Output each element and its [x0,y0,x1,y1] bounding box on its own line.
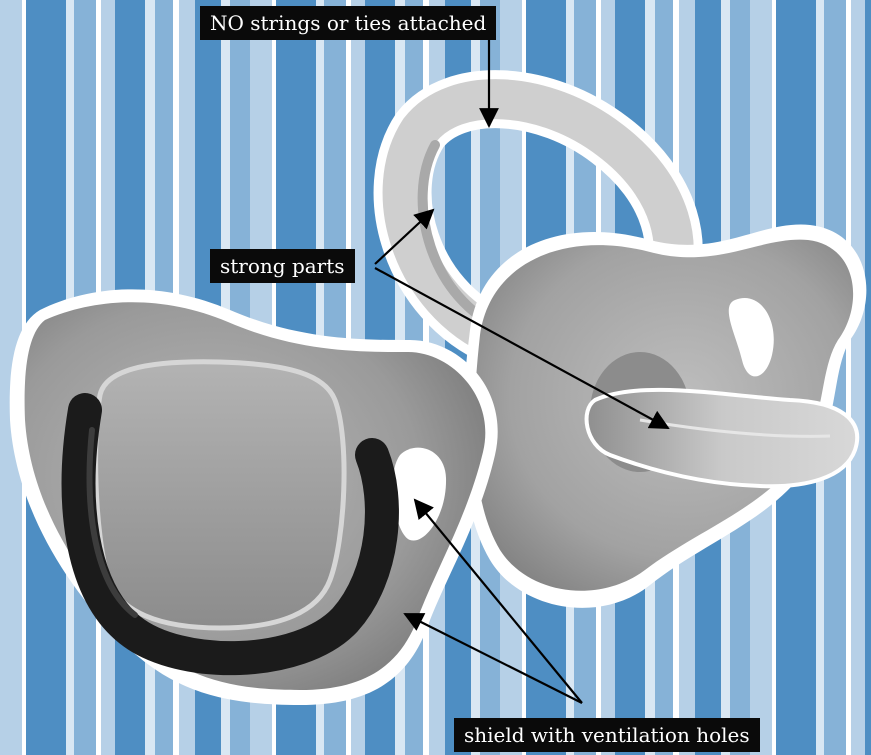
label-no-strings: NO strings or ties attached [200,6,496,40]
background-stripe [851,0,865,755]
label-shield-holes: shield with ventilation holes [454,718,760,752]
background-stripe [846,0,851,755]
button-face [96,362,344,628]
label-strong-parts: strong parts [210,249,355,283]
background-stripe [865,0,871,755]
